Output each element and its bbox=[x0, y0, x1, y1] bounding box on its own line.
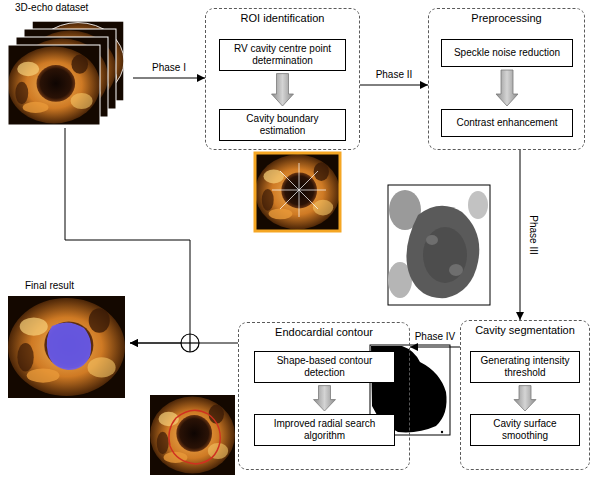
arrow-head bbox=[420, 81, 428, 89]
contour-image bbox=[150, 395, 235, 475]
group-heading: ROI identification bbox=[206, 12, 359, 25]
box-text: Shape-based contour detection bbox=[260, 355, 389, 379]
group-heading: Cavity segmentation bbox=[461, 324, 589, 337]
process-box: Shape-based contour detection bbox=[254, 351, 395, 383]
final-result-image: Final result bbox=[8, 280, 130, 400]
arrow-head bbox=[516, 312, 524, 320]
image-heading: Final result bbox=[25, 280, 74, 292]
process-box: RV cavity centre point determination bbox=[219, 39, 346, 71]
image-heading: 3D-echo dataset bbox=[15, 2, 88, 14]
sum-symbol bbox=[181, 334, 199, 352]
phase-label: Phase IV bbox=[413, 331, 458, 343]
arrow-head bbox=[197, 74, 205, 82]
process-box: Cavity boundary estimation bbox=[219, 109, 346, 141]
box-text: Improved radial search algorithm bbox=[260, 418, 389, 442]
phase-group: PreprocessingSpeckle noise reductionCont… bbox=[428, 8, 585, 150]
preprocessed-image bbox=[388, 185, 490, 305]
phase-group: ROI identification RV cavity centre point… bbox=[205, 8, 360, 150]
phase-label: Phase II bbox=[374, 69, 415, 81]
block-arrow bbox=[272, 74, 294, 106]
process-box: Generating intensity threshold bbox=[470, 351, 580, 383]
block-arrow bbox=[496, 70, 518, 106]
box-text: Cavity boundary estimation bbox=[225, 113, 340, 137]
arrow-head bbox=[130, 339, 138, 347]
process-box: Cavity surface smoothing bbox=[470, 414, 580, 446]
box-text: Speckle noise reduction bbox=[454, 47, 560, 59]
roi-image bbox=[255, 153, 340, 231]
block-arrow bbox=[314, 386, 336, 411]
process-box: Contrast enhancement bbox=[441, 109, 573, 137]
phase-group: Endocardial contourShape-based contour d… bbox=[238, 322, 410, 470]
flow-connector bbox=[360, 85, 428, 86]
phase-label: Phase I bbox=[150, 62, 188, 74]
arrow-head bbox=[410, 343, 418, 351]
final-image bbox=[8, 296, 125, 398]
echo-stack bbox=[8, 21, 124, 125]
box-text: Contrast enhancement bbox=[456, 117, 557, 129]
box-text: Generating intensity threshold bbox=[476, 355, 574, 379]
phase-group: Cavity segmentationGenerating intensity … bbox=[460, 320, 590, 470]
arrow-head bbox=[130, 339, 138, 347]
process-box: Improved radial search algorithm bbox=[254, 414, 395, 446]
flow-connector bbox=[133, 78, 205, 79]
box-text: RV cavity centre point determination bbox=[225, 43, 340, 67]
flow-connector bbox=[65, 128, 190, 343]
process-box: Speckle noise reduction bbox=[441, 39, 573, 67]
group-heading: Endocardial contour bbox=[239, 326, 409, 339]
phase-label: Phase III bbox=[527, 213, 539, 256]
block-arrow bbox=[514, 386, 536, 411]
group-heading: Preprocessing bbox=[429, 12, 584, 25]
flow-connector bbox=[520, 150, 521, 320]
dataset-stack: 3D-echo dataset bbox=[8, 2, 133, 128]
box-text: Cavity surface smoothing bbox=[476, 418, 574, 442]
